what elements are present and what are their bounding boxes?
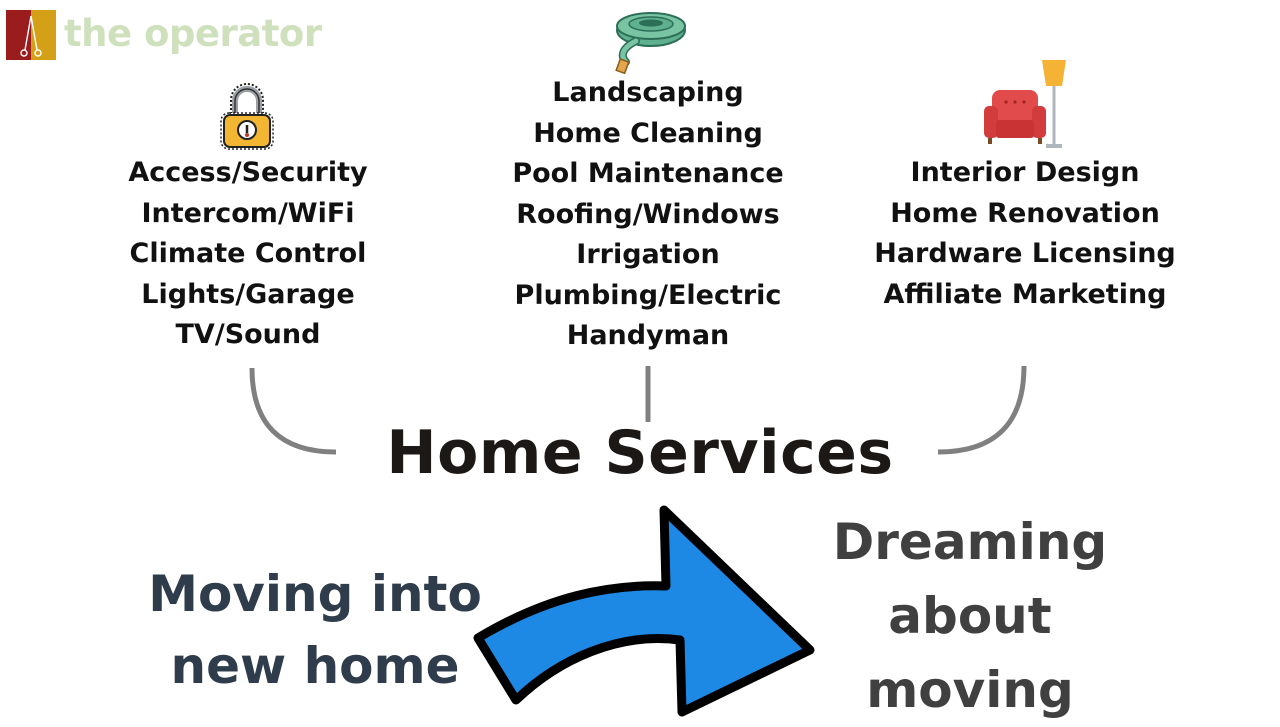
list-item: Access/Security <box>128 157 368 188</box>
list-item: Home Cleaning <box>533 117 763 149</box>
list-item: Plumbing/Electric <box>514 279 782 311</box>
list-item: Pool Maintenance <box>512 158 784 189</box>
moving-into-new-home-label: Moving into new home <box>140 558 490 702</box>
garden-hose-icon <box>615 12 686 75</box>
logo-mark-icon <box>6 10 56 60</box>
left-connector <box>249 367 337 455</box>
label-line: Moving into <box>148 565 482 623</box>
list-item: TV/Sound <box>175 319 321 350</box>
dreaming-about-moving-label: Dreaming about moving <box>815 505 1125 727</box>
list-item: Intercom/WiFi <box>141 197 355 229</box>
list-item: Handyman <box>566 320 730 351</box>
list-item: Affiliate Marketing <box>883 278 1167 310</box>
list-item: Irrigation <box>576 239 720 270</box>
curved-arrow-icon <box>473 505 815 717</box>
design-services-list: Interior Design Home Renovation Hardware… <box>865 153 1185 315</box>
list-item: Roofing/Windows <box>516 198 780 230</box>
label-line: moving <box>866 661 1074 719</box>
list-item: Hardware Licensing <box>874 238 1176 269</box>
list-item: Home Renovation <box>890 197 1160 229</box>
armchair-lamp-icon <box>984 60 1066 148</box>
list-item: Climate Control <box>129 238 367 269</box>
maintenance-services-list: Landscaping Home Cleaning Pool Maintenan… <box>488 73 808 357</box>
list-item: Landscaping <box>552 77 744 108</box>
label-line: Dreaming <box>832 513 1108 571</box>
list-item: Lights/Garage <box>141 278 355 310</box>
diagram-title: Home Services <box>386 418 894 488</box>
label-line: new home <box>170 637 460 695</box>
security-services-list: Access/Security Intercom/WiFi Climate Co… <box>88 153 408 356</box>
list-item: Interior Design <box>910 157 1140 188</box>
padlock-icon <box>220 80 274 150</box>
right-connector <box>937 365 1027 455</box>
logo-text: the operator <box>64 12 322 55</box>
label-line: about <box>888 587 1052 645</box>
